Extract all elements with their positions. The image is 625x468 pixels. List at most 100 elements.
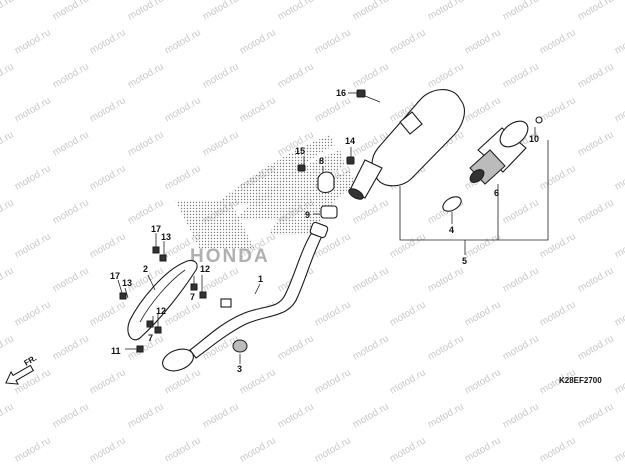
watermark-text: motod.ru: [388, 27, 428, 56]
bolt-14: [346, 156, 355, 165]
watermark-text: motod.ru: [463, 367, 503, 396]
watermark-text: motod.ru: [538, 299, 578, 328]
watermark-text: motod.ru: [88, 27, 128, 56]
watermark-text: motod.ru: [351, 401, 391, 430]
exhaust-pipe: [162, 221, 329, 372]
front-direction-label: FR.: [23, 353, 39, 367]
callout-8: 8: [319, 156, 324, 166]
watermark-text: motod.ru: [538, 435, 578, 464]
watermark-text: motod.ru: [538, 95, 578, 124]
callout-2: 2: [143, 264, 148, 274]
callout-4: 4: [449, 225, 454, 235]
watermark-text: motod.ru: [276, 333, 316, 362]
callout-7b: 7: [148, 333, 153, 343]
watermark-text: motod.ru: [88, 231, 128, 260]
watermark-text: motod.ru: [313, 27, 353, 56]
watermark-text: motod.ru: [51, 0, 91, 23]
muffler: [348, 89, 465, 200]
watermark-text: motod.ru: [163, 367, 203, 396]
watermark-text: motod.ru: [51, 197, 91, 226]
callout-15: 15: [295, 146, 305, 156]
watermark-text: motod.ru: [163, 163, 203, 192]
watermark-text: motod.ru: [388, 299, 428, 328]
watermark-text: motod.ru: [276, 61, 316, 90]
watermark-text: motod.ru: [501, 0, 541, 23]
watermark-text: motod.ru: [0, 129, 16, 158]
diagram-code: K28EF2700: [559, 376, 602, 385]
callout-14: 14: [345, 136, 355, 146]
watermark-text: motod.ru: [13, 95, 53, 124]
watermark-text: motod.ru: [426, 401, 466, 430]
watermark-text: motod.ru: [13, 231, 53, 260]
watermark-text: motod.ru: [351, 333, 391, 362]
watermark-text: motod.ru: [613, 367, 625, 396]
watermark-text: motod.ru: [0, 61, 16, 90]
watermark-text: motod.ru: [126, 0, 166, 23]
watermark-text: motod.ru: [13, 163, 53, 192]
watermark-text: motod.ru: [51, 265, 91, 294]
watermark-text: motod.ru: [88, 367, 128, 396]
watermark-text: motod.ru: [463, 299, 503, 328]
watermark-text: motod.ru: [201, 61, 241, 90]
callout-9: 9: [305, 210, 310, 220]
gasket-4: [442, 196, 462, 212]
watermark-text: motod.ru: [351, 0, 391, 23]
watermark-text: motod.ru: [463, 435, 503, 464]
watermark-text: motod.ru: [576, 129, 616, 158]
callout-10: 10: [529, 134, 539, 144]
watermark-text: motod.ru: [576, 265, 616, 294]
watermark-text: motod.ru: [388, 367, 428, 396]
watermark-text: motod.ru: [51, 401, 91, 430]
callout-1: 1: [258, 274, 263, 284]
watermark-text: motod.ru: [463, 231, 503, 260]
watermark-text: motod.ru: [238, 27, 278, 56]
watermark-text: motod.ru: [201, 401, 241, 430]
watermark-text: motod.ru: [538, 27, 578, 56]
watermark-text: motod.ru: [0, 197, 16, 226]
callout-16: 16: [336, 88, 346, 98]
watermark-text: motod.ru: [463, 95, 503, 124]
watermark-text: motod.ru: [0, 333, 16, 362]
watermark-text: motod.ru: [238, 367, 278, 396]
watermark-text: motod.ru: [313, 435, 353, 464]
watermark-text: motod.ru: [88, 95, 128, 124]
watermark-text: motod.ru: [426, 265, 466, 294]
watermark-text: motod.ru: [126, 129, 166, 158]
watermark-text: motod.ru: [0, 0, 16, 23]
watermark-text: motod.ru: [238, 435, 278, 464]
watermark-text: motod.ru: [388, 435, 428, 464]
callout-13b: 13: [122, 278, 132, 288]
watermark-text: motod.ru: [351, 61, 391, 90]
watermark-text: motod.ru: [126, 197, 166, 226]
watermark-text: motod.ru: [13, 299, 53, 328]
screw-10: [535, 116, 543, 124]
callout-12b: 12: [156, 306, 166, 316]
watermark-text: motod.ru: [613, 231, 625, 260]
watermark-text: motod.ru: [201, 129, 241, 158]
watermark-text: motod.ru: [276, 0, 316, 23]
watermark-text: motod.ru: [426, 61, 466, 90]
watermark-text: motod.ru: [351, 197, 391, 226]
watermark-text: motod.ru: [426, 333, 466, 362]
callout-13a: 13: [161, 232, 171, 242]
watermark-text: motod.ru: [613, 435, 625, 464]
watermark-text: motod.ru: [51, 129, 91, 158]
spark-arrester: [469, 120, 529, 185]
callout-6: 6: [494, 188, 499, 198]
watermark-text: motod.ru: [463, 27, 503, 56]
watermark-text: motod.ru: [576, 197, 616, 226]
callout-5: 5: [462, 256, 467, 266]
watermark-text: motod.ru: [501, 333, 541, 362]
watermark-text: motod.ru: [276, 401, 316, 430]
watermark-text: motod.ru: [201, 0, 241, 23]
heat-guard: [127, 259, 198, 341]
watermark-text: motod.ru: [538, 231, 578, 260]
watermark-text: motod.ru: [613, 163, 625, 192]
watermark-text: motod.ru: [13, 435, 53, 464]
watermark-text: motod.ru: [351, 265, 391, 294]
fastener-markers: [119, 246, 207, 353]
watermark-text: motod.ru: [538, 163, 578, 192]
watermark-text: motod.ru: [576, 0, 616, 23]
watermark-text: motod.ru: [163, 435, 203, 464]
